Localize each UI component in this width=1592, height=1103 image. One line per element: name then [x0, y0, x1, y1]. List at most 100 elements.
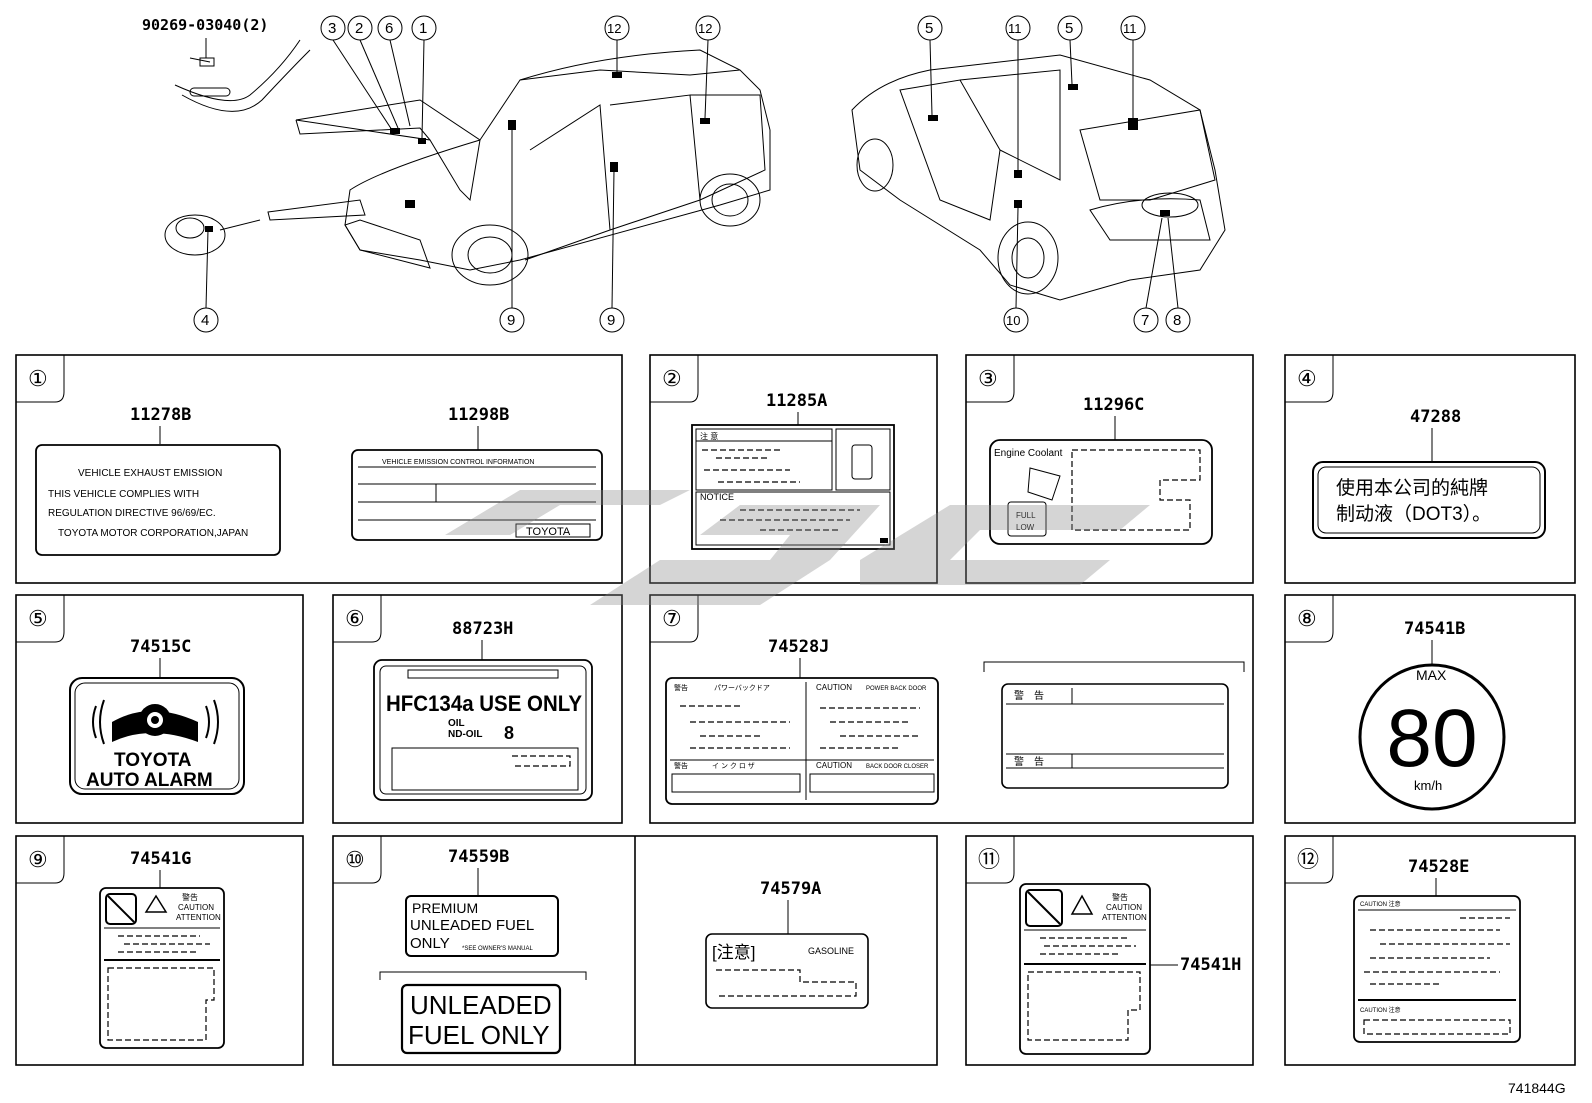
- figure-id: 741844G: [1508, 1080, 1566, 1096]
- svg-text:⑥: ⑥: [345, 607, 365, 632]
- svg-text:VEHICLE EMISSION CONTROL INFOR: VEHICLE EMISSION CONTROL INFORMATION: [382, 459, 534, 466]
- svg-text:TOYOTA MOTOR CORPORATION,JAPAN: TOYOTA MOTOR CORPORATION,JAPAN: [58, 528, 248, 539]
- svg-text:12: 12: [698, 21, 712, 36]
- part-number: 74541B: [1404, 619, 1465, 639]
- svg-text:11: 11: [1123, 21, 1137, 36]
- front-vehicle-illustration: 90269-03040(2): [142, 15, 771, 333]
- panel-8: 74541B MAX 80 km/h: [1358, 619, 1506, 811]
- svg-text:制动液（DOT3）。: 制动液（DOT3）。: [1336, 503, 1491, 525]
- clip-part-number: 90269-03040(2): [142, 16, 268, 34]
- svg-text:⑤: ⑤: [28, 607, 48, 632]
- panel-12: 74528E CAUTION 注意 CAUTION 注意: [1353, 857, 1521, 1043]
- svg-text:UNLEADED FUEL: UNLEADED FUEL: [410, 917, 534, 934]
- panel-6: 88723H HFC134a USE ONLY OIL ND-OIL 8: [373, 619, 593, 801]
- panel-number-tabs: ① ② ③ ④ ⑤ ⑥ ⑦ ⑧ ⑨ ⑩ ⑪ ⑫: [16, 355, 1334, 884]
- svg-text:警告: 警告: [674, 683, 688, 692]
- svg-text:5: 5: [1065, 20, 1073, 37]
- svg-text:FUEL ONLY: FUEL ONLY: [408, 1020, 550, 1050]
- panel-10: 74559B PREMIUM UNLEADED FUEL ONLY *SEE O…: [379, 847, 869, 1055]
- svg-text:VEHICLE EXHAUST EMISSION: VEHICLE EXHAUST EMISSION: [78, 468, 222, 479]
- svg-text:5: 5: [925, 20, 933, 37]
- watermark-logo: [445, 490, 1150, 605]
- svg-text:ND-OIL: ND-OIL: [448, 729, 482, 740]
- svg-text:80: 80: [1386, 693, 1477, 784]
- panel-7: 74528J 警告 パワーバックドア CAUTION POWER BACK DO…: [665, 637, 1245, 805]
- svg-text:12: 12: [607, 21, 621, 36]
- part-number: 74541H: [1180, 955, 1241, 975]
- svg-text:ONLY: ONLY: [410, 935, 450, 952]
- svg-text:⑧: ⑧: [1297, 607, 1317, 632]
- svg-text:NOTICE: NOTICE: [700, 492, 734, 502]
- svg-text:GASOLINE: GASOLINE: [808, 946, 854, 956]
- svg-text:イ ン ク ロ ザ: イ ン ク ロ ザ: [712, 762, 755, 770]
- svg-text:⑪: ⑪: [978, 848, 1000, 873]
- svg-text:*SEE OWNER'S MANUAL: *SEE OWNER'S MANUAL: [462, 946, 533, 952]
- svg-text:ATTENTION: ATTENTION: [176, 913, 221, 922]
- svg-text:警 告: 警 告: [1014, 689, 1044, 702]
- svg-text:CAUTION: CAUTION: [178, 903, 214, 912]
- part-number: 74528J: [768, 637, 829, 657]
- svg-text:使用本公司的純牌: 使用本公司的純牌: [1336, 477, 1488, 499]
- svg-text:警 告: 警 告: [1014, 755, 1044, 768]
- part-number: 74515C: [130, 637, 191, 657]
- svg-text:11: 11: [1008, 21, 1022, 36]
- panel-9: 74541G 警告 CAUTION ATTENTION: [99, 849, 225, 1049]
- svg-text:①: ①: [28, 367, 48, 392]
- part-number: 88723H: [452, 619, 513, 639]
- svg-text:FULL: FULL: [1016, 511, 1036, 520]
- svg-text:REGULATION DIRECTIVE 96/69/EC.: REGULATION DIRECTIVE 96/69/EC.: [48, 508, 216, 519]
- svg-text:AUTO ALARM: AUTO ALARM: [86, 770, 213, 791]
- svg-text:9: 9: [607, 312, 615, 329]
- svg-text:8: 8: [1173, 312, 1181, 329]
- svg-text:TOYOTA: TOYOTA: [114, 750, 192, 771]
- svg-text:CAUTION 注意: CAUTION 注意: [1360, 1006, 1401, 1014]
- front-callouts: 3 2 6 1 12 12 4 9 9: [193, 15, 721, 333]
- svg-text:⑦: ⑦: [662, 607, 682, 632]
- svg-text:CAUTION: CAUTION: [816, 683, 852, 692]
- svg-text:警告: 警告: [182, 892, 198, 902]
- svg-text:7: 7: [1141, 312, 1149, 329]
- panel-3: 11296C Engine Coolant FULL LOW: [989, 395, 1213, 545]
- panel-frames: [15, 354, 1576, 1066]
- svg-text:パワーバックドア: パワーバックドア: [714, 684, 770, 692]
- svg-text:UNLEADED: UNLEADED: [410, 990, 552, 1020]
- part-number: 11298B: [448, 405, 509, 425]
- svg-text:8: 8: [504, 723, 514, 743]
- svg-text:CAUTION: CAUTION: [1106, 903, 1142, 912]
- svg-text:Engine Coolant: Engine Coolant: [994, 448, 1063, 459]
- svg-text:⑫: ⑫: [1297, 848, 1319, 873]
- svg-text:BACK DOOR CLOSER: BACK DOOR CLOSER: [866, 764, 929, 770]
- part-number: 47288: [1410, 407, 1461, 427]
- svg-text:CAUTION 注意: CAUTION 注意: [1360, 900, 1401, 908]
- svg-text:POWER BACK DOOR: POWER BACK DOOR: [866, 686, 927, 692]
- panel-1: 11278B VEHICLE EXHAUST EMISSION THIS VEH…: [35, 405, 603, 556]
- rear-vehicle-illustration: 5 11 5 11 10 7 8: [851, 15, 1226, 333]
- svg-text:MAX: MAX: [1416, 667, 1447, 683]
- svg-text:HFC134a USE ONLY: HFC134a USE ONLY: [386, 691, 582, 716]
- svg-text:THIS VEHICLE COMPLIES WITH: THIS VEHICLE COMPLIES WITH: [48, 489, 199, 500]
- svg-text:PREMIUM: PREMIUM: [412, 900, 478, 916]
- svg-text:TOYOTA: TOYOTA: [526, 526, 571, 538]
- part-number: 74579A: [760, 879, 821, 899]
- svg-text:③: ③: [978, 367, 998, 392]
- svg-text:注 意: 注 意: [700, 431, 718, 441]
- part-number: 74528E: [1408, 857, 1469, 877]
- svg-text:ATTENTION: ATTENTION: [1102, 913, 1147, 922]
- emission-label: [35, 444, 281, 556]
- svg-text:2: 2: [355, 20, 363, 37]
- svg-text:②: ②: [662, 367, 682, 392]
- part-number: 11285A: [766, 391, 827, 411]
- svg-text:LOW: LOW: [1016, 523, 1035, 532]
- svg-text:10: 10: [1006, 313, 1020, 328]
- svg-text:⑨: ⑨: [28, 848, 48, 873]
- svg-text:9: 9: [507, 312, 515, 329]
- svg-text:④: ④: [1297, 367, 1317, 392]
- svg-text:[注意]: [注意]: [712, 943, 755, 962]
- vecil-label: [351, 449, 603, 541]
- svg-text:⑩: ⑩: [345, 848, 365, 873]
- panel-11: 警告 CAUTION ATTENTION 74541H: [1019, 883, 1241, 1055]
- svg-text:OIL: OIL: [448, 718, 465, 729]
- part-number: 74559B: [448, 847, 509, 867]
- panel-5: 74515C TOYOTA AUTO ALARM: [69, 637, 245, 795]
